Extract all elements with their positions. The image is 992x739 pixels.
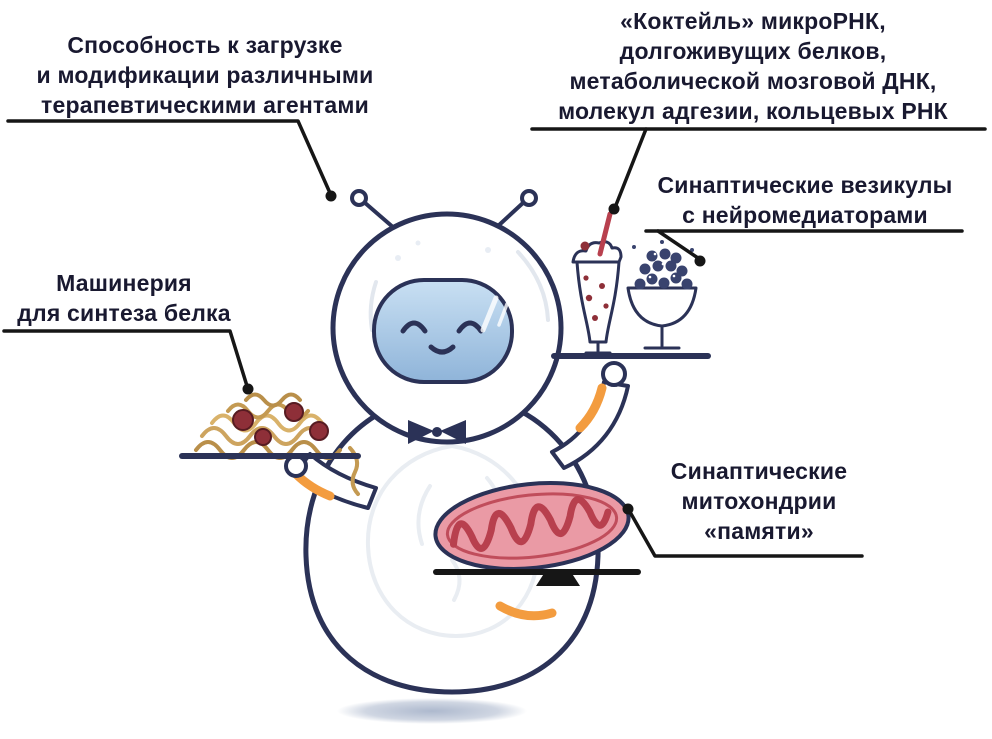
label-therapeutic-agents: Способность к загрузке и модификации раз… — [5, 30, 405, 120]
label-protein-line-1: Машинерия — [56, 270, 192, 296]
label-cocktail-line-2: долгоживущих белков, — [619, 38, 887, 64]
callout-mitochondria-dot — [622, 503, 634, 515]
mitochondrion — [433, 481, 641, 586]
cherry — [580, 241, 590, 251]
label-mitochondria-line-3: «памяти» — [704, 518, 814, 544]
spaghetti-plate — [179, 392, 361, 496]
callout-cocktail-dot — [608, 203, 620, 215]
bow-tie — [408, 420, 466, 444]
face-visor — [372, 278, 514, 384]
label-vesicles-line-1: Синаптические везикулы — [657, 172, 953, 198]
callout-vesicles-dot — [694, 255, 706, 267]
callout-therapeutic-dot — [325, 190, 337, 202]
callout-vesicles-connector — [656, 229, 700, 260]
label-therapeutic-line-2: и модификации различными — [36, 62, 374, 88]
label-protein-line-2: для синтеза белка — [17, 300, 231, 326]
antenna-left-tip — [350, 189, 368, 207]
callout-protein-dot — [242, 383, 254, 395]
label-microrna-cocktail: «Коктейль» микроРНК, долгоживущих белков… — [518, 6, 988, 126]
label-mitochondria-line-2: митохондрии — [681, 488, 837, 514]
visor-shine-2 — [497, 302, 509, 327]
hand-right — [601, 361, 627, 387]
robot-head — [330, 189, 564, 445]
antenna-right — [496, 200, 526, 228]
robot-arm-right — [550, 361, 630, 470]
callouts — [2, 119, 987, 558]
label-cocktail-line-4: молекул адгезии, кольцевых РНК — [558, 98, 948, 124]
label-cocktail-line-1: «Коктейль» микроРНК, — [620, 8, 886, 34]
callout-mitochondria-line — [628, 510, 864, 558]
label-vesicles-line-2: с нейромедиаторами — [682, 202, 928, 228]
label-cocktail-line-3: метаболической мозговой ДНК, — [569, 68, 937, 94]
callout-cocktail-connector — [614, 127, 648, 207]
callout-protein-line — [2, 329, 249, 388]
straw — [597, 211, 613, 257]
vesicle-bowl — [626, 240, 698, 350]
milkshake-glass — [571, 211, 623, 355]
smile — [428, 344, 456, 355]
eye-right — [456, 320, 484, 334]
label-mitochondria-line-1: Синаптические — [670, 458, 848, 484]
floor-shadow — [337, 698, 527, 724]
label-therapeutic-line-1: Способность к загрузке — [67, 32, 343, 58]
antenna-left — [362, 200, 396, 230]
callout-therapeutic-line — [6, 119, 332, 195]
label-protein-machinery: Машинерия для синтеза белка — [0, 268, 248, 328]
fin-accent — [495, 601, 557, 621]
label-synaptic-vesicles: Синаптические везикулы с нейромедиаторам… — [640, 170, 970, 230]
visor-shine — [480, 295, 499, 333]
label-therapeutic-line-3: терапевтическими агентами — [41, 92, 369, 118]
antenna-right-tip — [520, 189, 538, 207]
label-memory-mitochondria: Синаптические митохондрии «памяти» — [645, 456, 873, 546]
eye-left — [400, 320, 428, 334]
